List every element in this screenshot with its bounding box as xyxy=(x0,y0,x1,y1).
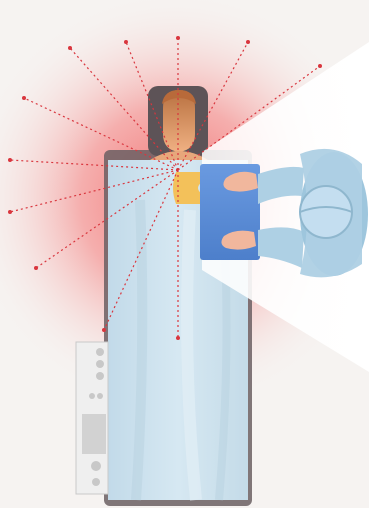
patient-head xyxy=(148,86,208,156)
equipment-panel xyxy=(76,342,108,494)
marker-patch xyxy=(173,172,202,204)
